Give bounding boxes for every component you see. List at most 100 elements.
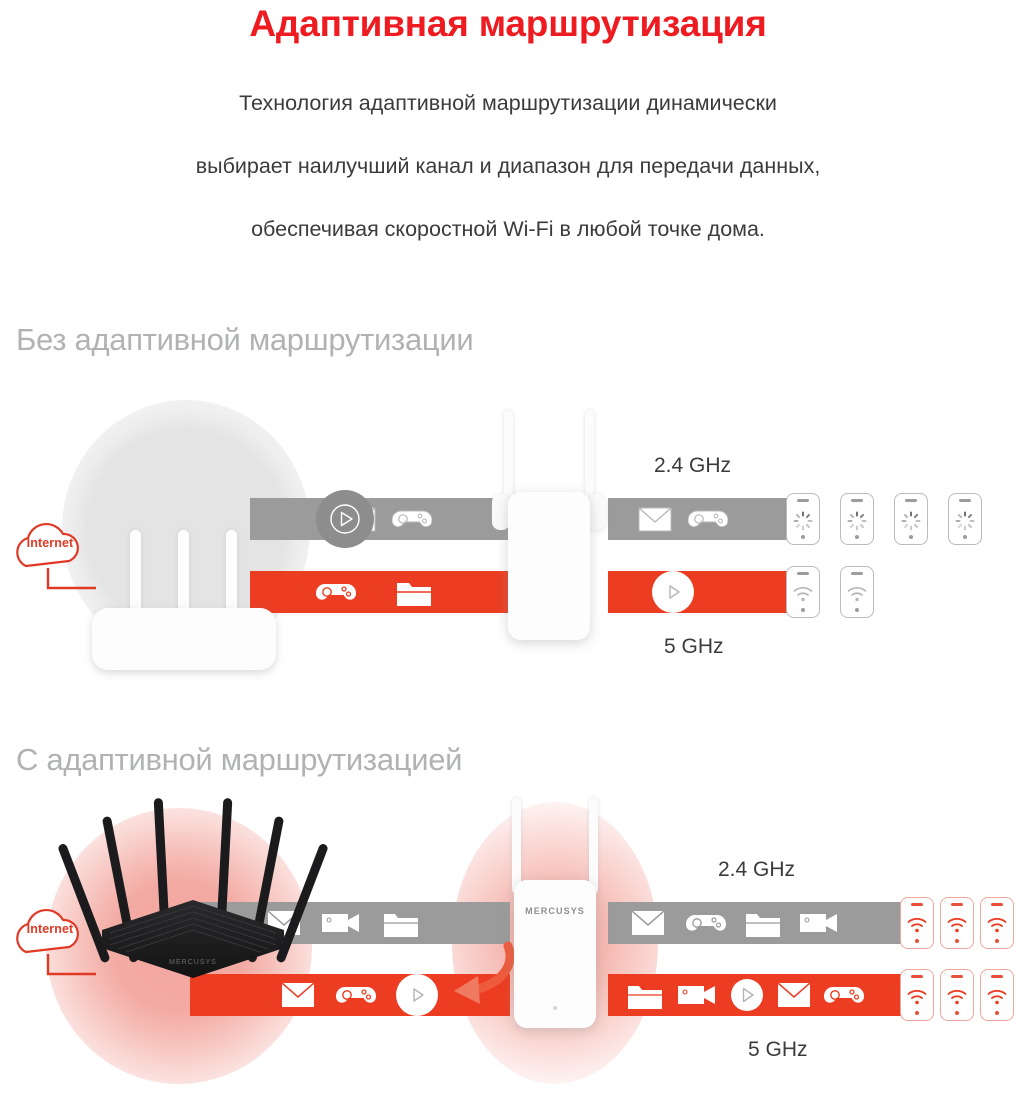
client-phone: [900, 897, 934, 949]
router-body: [92, 608, 276, 670]
play-icon: [730, 978, 764, 1012]
internet-cloud: Internet: [4, 512, 96, 612]
wifi-icon: [901, 984, 933, 1010]
band-label-24ghz: 2.4 GHz: [654, 454, 732, 477]
client-phone: [840, 493, 874, 545]
phone-home-button: [801, 535, 805, 539]
client-phone: [940, 969, 974, 1021]
band-5ghz-bar-left: [250, 571, 510, 613]
phone-home-button: [955, 939, 959, 943]
band-24ghz-bar-right: [608, 498, 788, 540]
band-5ghz-bar-left: [190, 974, 510, 1016]
client-phone: [980, 969, 1014, 1021]
envelope-icon: [638, 506, 672, 532]
phone-speaker: [797, 499, 809, 502]
client-phone: [786, 493, 820, 545]
extender-hinge: [588, 494, 606, 530]
phone-speaker: [797, 572, 809, 575]
folder-icon: [628, 981, 662, 1009]
envelope-icon: [778, 983, 810, 1007]
band-5ghz-bar-right: [608, 571, 788, 613]
wifi-icon: [981, 984, 1013, 1010]
phone-home-button: [855, 608, 859, 612]
phone-home-button: [963, 535, 967, 539]
extender-body: MERCUSYS: [514, 880, 596, 1028]
diagram-without-adaptive-routing: Internet 2.4 GHz 5 GHz: [0, 380, 1016, 710]
play-icon: [652, 571, 694, 613]
phone-home-button: [855, 535, 859, 539]
folder-icon: [746, 909, 780, 937]
phone-home-button: [801, 608, 805, 612]
phone-speaker: [951, 975, 963, 978]
phone-home-button: [955, 1011, 959, 1015]
client-phone: [894, 493, 928, 545]
antenna-icon: [178, 530, 189, 614]
camcorder-icon: [322, 911, 360, 935]
gamepad-icon: [316, 580, 356, 605]
wifi-icon: [981, 912, 1013, 938]
phone-speaker: [851, 572, 863, 575]
envelope-icon: [282, 983, 314, 1007]
client-phone: [980, 897, 1014, 949]
phone-speaker: [991, 903, 1003, 906]
phone-home-button: [915, 1011, 919, 1015]
extender-led: [553, 1006, 557, 1010]
section-heading-without-adaptive-routing: Без адаптивной маршрутизации: [16, 322, 474, 357]
antenna-icon: [504, 410, 513, 506]
envelope-icon: [632, 911, 664, 935]
loading-spinner-icon: [949, 508, 981, 534]
gamepad-icon: [688, 507, 728, 532]
client-phone: [948, 493, 982, 545]
band-label-5ghz: 5 GHz: [748, 1038, 808, 1061]
home-router: [92, 524, 276, 670]
wifi-icon: [901, 912, 933, 938]
extender-brand-logo: MERCUSYS: [525, 906, 585, 916]
gamepad-icon: [336, 983, 376, 1008]
loading-spinner-icon: [895, 508, 927, 534]
antenna-icon: [130, 530, 141, 614]
antenna-icon: [226, 530, 237, 614]
phone-speaker: [991, 975, 1003, 978]
band-label-5ghz: 5 GHz: [664, 635, 724, 658]
client-phone: [786, 566, 820, 618]
internet-cloud-label: Internet: [26, 536, 74, 550]
band-5ghz-bar-right: [608, 974, 902, 1016]
description-line-2: выбирает наилучший канал и диапазон для …: [195, 154, 821, 178]
client-phone: [900, 969, 934, 1021]
page-description: Технология адаптивной маршрутизации дина…: [0, 72, 1016, 261]
antenna-icon: [512, 798, 521, 894]
wifi-icon: [787, 581, 819, 607]
camcorder-icon: [800, 911, 838, 935]
phone-speaker: [851, 499, 863, 502]
camcorder-icon: [678, 983, 716, 1007]
phone-home-button: [909, 535, 913, 539]
client-phone: [840, 566, 874, 618]
extender-body: [508, 492, 590, 640]
extender-hinge: [492, 494, 510, 530]
wifi-icon: [941, 984, 973, 1010]
loading-spinner-icon: [787, 508, 819, 534]
phone-speaker: [911, 903, 923, 906]
play-icon: [396, 974, 438, 1016]
band-24ghz-bar-right: [608, 902, 902, 944]
gamepad-icon: [686, 911, 726, 936]
gamepad-icon: [392, 507, 432, 532]
antenna-icon: [589, 798, 598, 894]
phone-speaker: [905, 499, 917, 502]
phone-speaker: [911, 975, 923, 978]
home-router: MERCUSYS: [57, 797, 329, 980]
phone-home-button: [995, 939, 999, 943]
page-title: Адаптивная маршрутизация: [249, 3, 767, 44]
description-line-1: Технология адаптивной маршрутизации дина…: [239, 91, 777, 115]
band-24ghz-bar-left: [250, 498, 510, 540]
internet-cloud: Internet: [4, 898, 96, 998]
range-extender: MERCUSYS: [496, 798, 614, 1048]
antenna-icon: [585, 410, 594, 506]
wifi-icon: [941, 912, 973, 938]
phone-home-button: [995, 1011, 999, 1015]
client-phone: [940, 897, 974, 949]
folder-icon: [396, 577, 432, 607]
phone-speaker: [959, 499, 971, 502]
router-body: MERCUSYS: [102, 900, 284, 978]
